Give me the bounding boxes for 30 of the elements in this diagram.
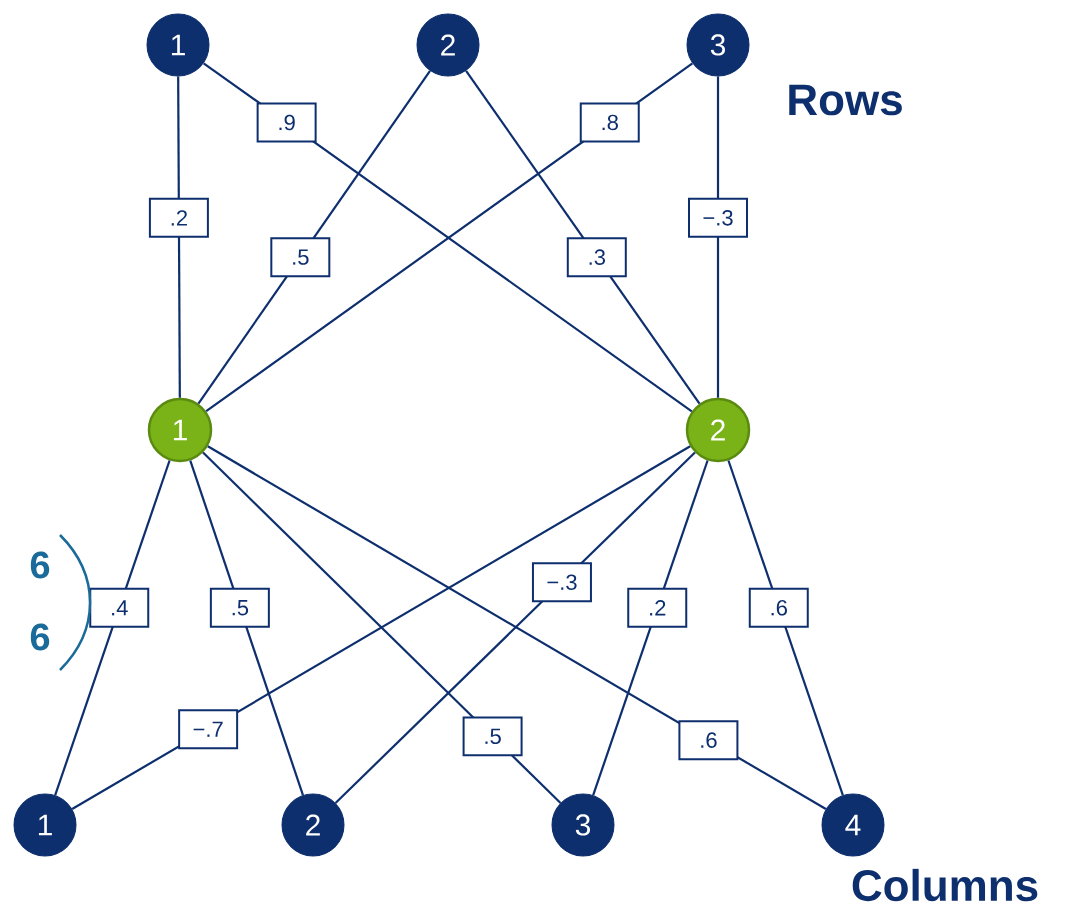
edge-label: .9	[256, 102, 317, 143]
edge-label: −.3	[531, 562, 592, 603]
connector-line	[716, 76, 720, 398]
connector-line	[54, 460, 171, 796]
edge-label: .4	[89, 587, 150, 628]
edge-label: .8	[579, 102, 640, 143]
connector-line	[592, 460, 709, 796]
connector-line	[177, 76, 181, 398]
edge-label: .2	[148, 197, 209, 238]
edge-label: .5	[462, 716, 523, 757]
connector-line	[189, 460, 304, 796]
edge-label: .5	[209, 587, 270, 628]
connector-line	[334, 451, 696, 804]
edge-label: .6	[748, 587, 809, 628]
edge-label: .2	[627, 587, 688, 628]
connector-line	[71, 445, 691, 810]
connector-line	[202, 451, 562, 804]
matrix-entry: 6	[30, 623, 50, 651]
connector-line	[207, 445, 827, 810]
connector-line	[727, 460, 844, 796]
edge-label: −.3	[688, 197, 748, 238]
matrix-entry: 6	[30, 551, 50, 579]
edge-label: .5	[270, 237, 331, 278]
connector-line	[197, 70, 431, 405]
edge-label: .6	[678, 720, 739, 761]
columns-label: Columns	[852, 868, 1038, 902]
edge-label: .3	[566, 237, 627, 278]
rows-label: Rows	[789, 84, 902, 116]
edge-label: −.7	[178, 709, 239, 750]
connector-line	[465, 70, 701, 405]
